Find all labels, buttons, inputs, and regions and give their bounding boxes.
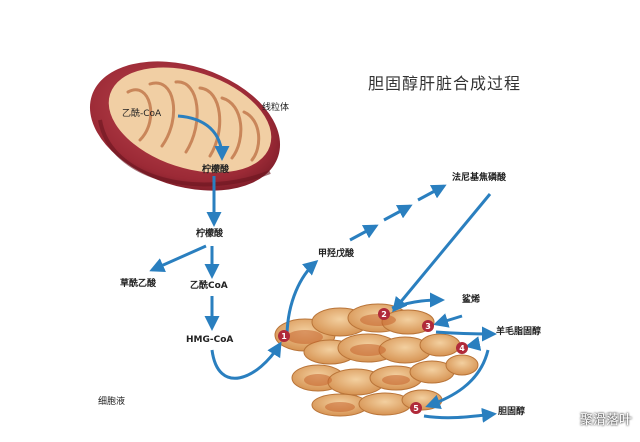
watermark: 聚滑落叶: [579, 413, 632, 428]
arrow-citrate-to-oxaloacetate: [149, 244, 207, 272]
arrow-er-to-mevalonate: [285, 260, 319, 335]
step-marker-3: 3: [422, 320, 434, 332]
arrow-lanosterol-to-step4: [465, 336, 482, 352]
arrow-step3-to-lanosterol: [435, 326, 497, 342]
arrow-step4-to-step5: [425, 349, 490, 409]
step-number: 4: [459, 344, 465, 353]
arrow-acetylcoa-to-citrate-inner: [177, 114, 230, 161]
label-citrate: 柠檬酸: [196, 229, 224, 239]
mitochondrion: [89, 61, 281, 191]
label-mitochondria: 线粒体: [262, 103, 290, 113]
label-farnesyl-pp: 法尼基焦磷酸: [452, 173, 507, 183]
diagram-title: 胆固醇肝脏合成过程: [368, 74, 522, 93]
step-marker-1: 1: [278, 330, 290, 342]
step-number: 3: [425, 322, 431, 331]
label-lanosterol: 羊毛脂固醇: [496, 327, 542, 337]
label-mevalonate: 甲羟戊酸: [318, 249, 355, 259]
step-marker-2: 2: [378, 308, 390, 320]
step-number: 1: [281, 332, 287, 341]
label-squalene: 鲨烯: [462, 295, 481, 305]
pathway-arrows: [149, 114, 497, 423]
arrow-step2-to-squalene: [391, 292, 445, 310]
step-number: 2: [381, 310, 387, 319]
arrow-hmgcoa-to-er: [210, 341, 282, 380]
label-citrate-inner: 柠檬酸: [202, 165, 230, 175]
arrow-fpp-to-step2: [392, 193, 492, 313]
label-cholesterol: 胆固醇: [498, 407, 526, 417]
arrow-mevalonate-to-fpp-3: [417, 184, 447, 202]
label-acetyl-coa-inner: 乙酰-CoA: [122, 109, 162, 119]
label-hmg-coa: HMG-CoA: [186, 335, 234, 345]
step-marker-5: 5: [410, 402, 422, 414]
arrow-mevalonate-to-fpp-1: [349, 224, 379, 242]
endoplasmic-reticulum: [274, 303, 479, 417]
label-cytoplasm: 细胞液: [98, 397, 126, 407]
step-number: 5: [413, 404, 419, 413]
label-acetyl-coa: 乙酰CoA: [190, 281, 228, 291]
arrow-squalene-to-step3: [433, 313, 463, 328]
label-oxaloacetate: 草酰乙酸: [120, 279, 157, 289]
arrow-step5-to-cholesterol: [423, 407, 497, 423]
arrow-mevalonate-to-fpp-2: [383, 204, 413, 222]
step-marker-4: 4: [456, 342, 468, 354]
